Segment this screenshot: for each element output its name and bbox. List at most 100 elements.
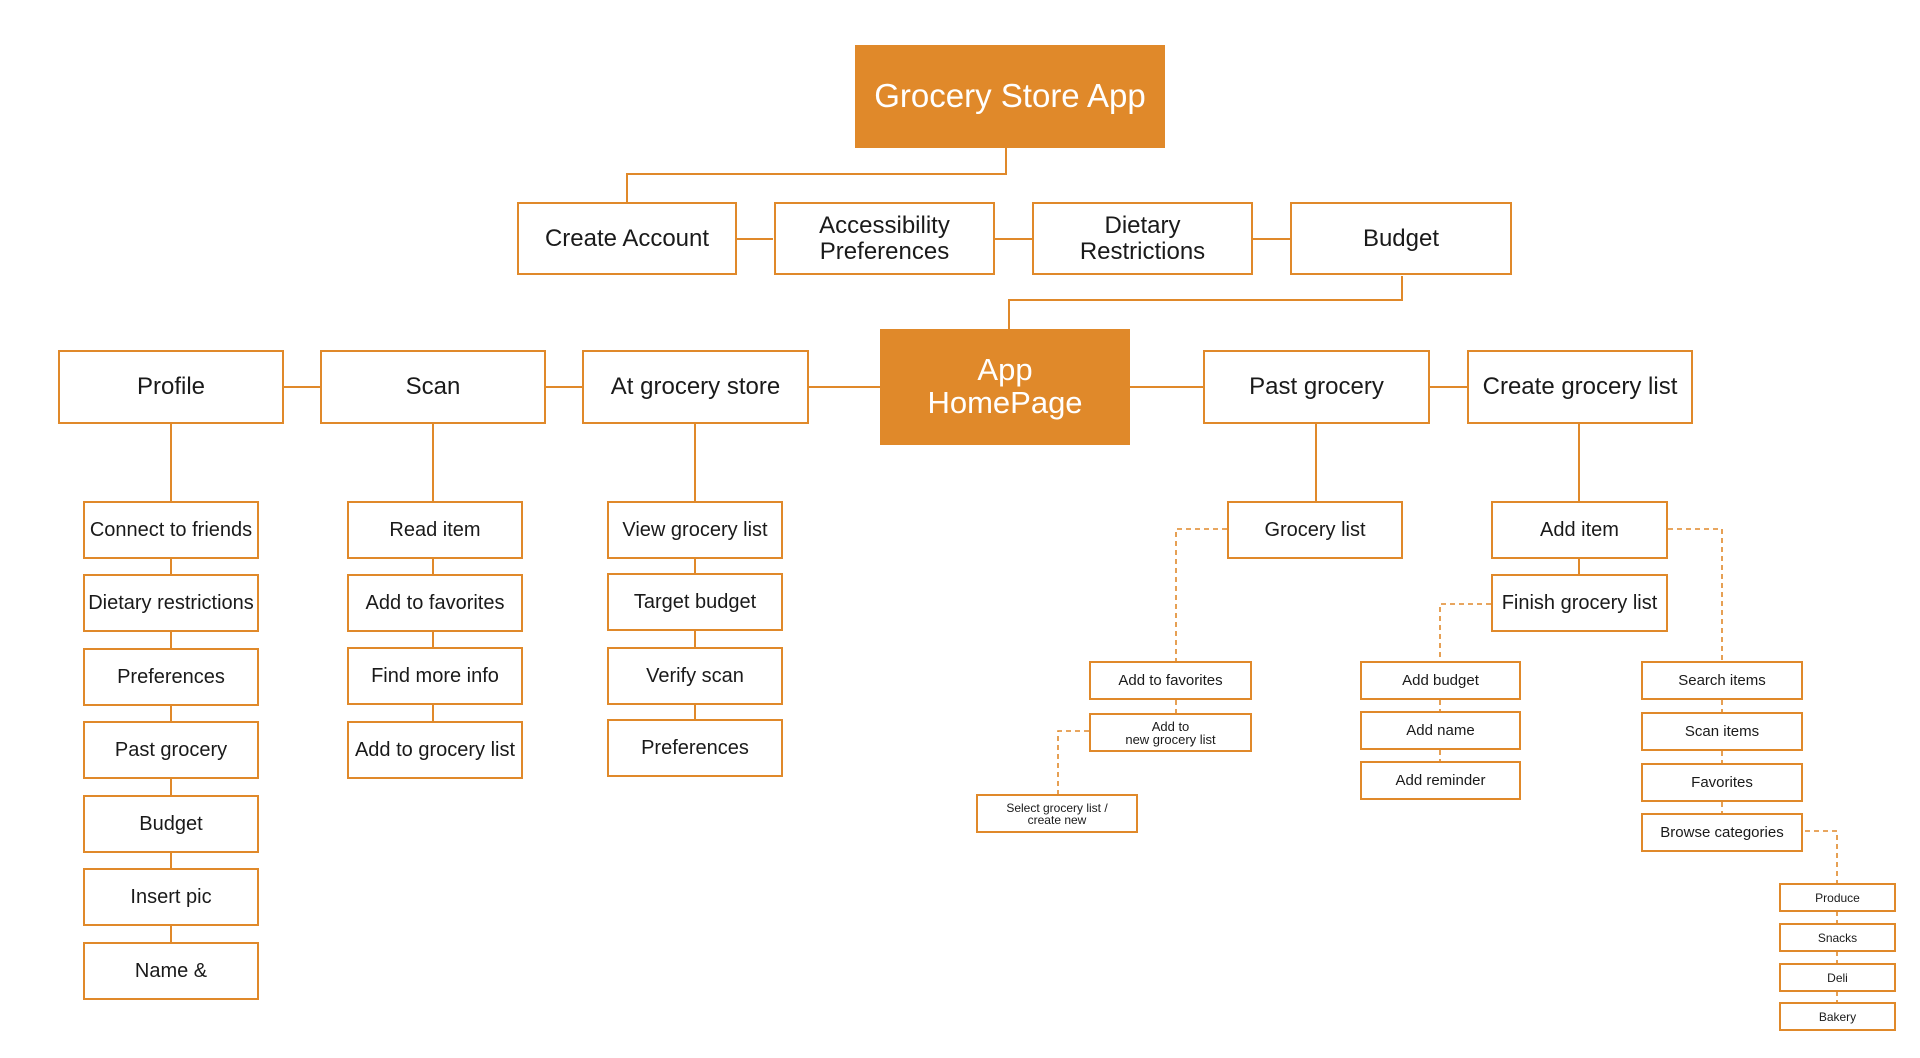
profile-item-label: Insert pic [130,885,212,908]
scan-item-node[interactable]: Add to favorites [347,574,523,632]
store-item-node[interactable]: Target budget [607,573,783,631]
profile-item-label: Dietary restrictions [88,591,254,614]
finish-grocery-list-label: Finish grocery list [1501,591,1658,614]
budget-setup-label: Budget [1362,224,1440,252]
category-node[interactable]: Produce [1779,883,1896,912]
browse-categories-label: Browse categories [1660,823,1784,841]
root-label: Grocery Store App [874,77,1146,115]
connector-setup-to-home [1008,276,1403,329]
connector-root-to-setup [626,148,1007,202]
finish-sub-item-label: Add budget [1402,671,1479,689]
category-label: Bakery [1818,1009,1857,1024]
profile-item-node[interactable]: Connect to friends [83,501,259,559]
category-label: Snacks [1817,930,1858,945]
category-label: Deli [1827,970,1848,985]
scan-item-label: Read item [389,518,481,541]
scan-node[interactable]: Scan [320,350,546,424]
grocery-list-label: Grocery list [1264,518,1366,541]
profile-item-node[interactable]: Name & [83,942,259,1000]
profile-item-label: Budget [139,812,203,835]
scan-item-node[interactable]: Add to grocery list [347,721,523,779]
finish-grocery-list-node[interactable]: Finish grocery list [1491,574,1668,632]
store-item-label: Verify scan [646,664,744,687]
profile-item-node[interactable]: Insert pic [83,868,259,926]
store-item-node[interactable]: Verify scan [607,647,783,705]
create-account-label: Create Account [544,224,710,252]
profile-item-label: Connect to friends [89,518,253,541]
profile-item-label: Past grocery [114,738,228,761]
at-grocery-store-node[interactable]: At grocery store [582,350,809,424]
profile-item-node[interactable]: Dietary restrictions [83,574,259,632]
at-grocery-store-label: At grocery store [610,373,781,401]
past-grocery-node[interactable]: Past grocery [1203,350,1430,424]
store-item-label: Target budget [633,590,757,613]
select-grocery-list-node[interactable]: Select grocery list / create new [976,794,1138,833]
search-sub-item-label: Search items [1678,671,1766,689]
connector-additem-dashed [1668,528,1723,661]
search-sub-item-node[interactable]: Favorites [1641,763,1803,802]
connector-finish-dashed [1439,603,1491,661]
app-homepage-node[interactable]: App HomePage [880,329,1130,445]
accessibility-preferences-node[interactable]: Accessibility Preferences [774,202,995,275]
finish-sub-item-node[interactable]: Add name [1360,711,1521,750]
homepage-label-line2: HomePage [927,385,1083,420]
search-sub-item-label: Favorites [1691,773,1753,791]
profile-item-label: Name & [134,959,208,982]
scan-item-label: Find more info [371,664,499,687]
select-label-line1: Select grocery list / [1006,800,1108,815]
add-item-node[interactable]: Add item [1491,501,1668,559]
dietary-restrictions-node[interactable]: Dietary Restrictions [1032,202,1253,275]
add-item-label: Add item [1540,518,1619,541]
store-item-node[interactable]: View grocery list [607,501,783,559]
add-to-new-label-line2: new grocery list [1125,731,1216,747]
store-item-node[interactable]: Preferences [607,719,783,777]
store-item-label: Preferences [641,736,749,759]
scan-item-node[interactable]: Read item [347,501,523,559]
accessibility-label-line2: Preferences [819,237,950,265]
search-sub-item-node[interactable]: Search items [1641,661,1803,700]
past-grocery-label: Past grocery [1249,373,1384,401]
homepage-label-line1: App [977,352,1033,388]
root-node[interactable]: Grocery Store App [855,45,1165,148]
profile-label: Profile [136,373,206,401]
search-sub-item-label: Scan items [1684,722,1760,740]
grocery-list-node[interactable]: Grocery list [1227,501,1403,559]
add-to-new-label-line1: Add to [1151,718,1190,734]
past-add-to-favorites-node[interactable]: Add to favorites [1089,661,1252,700]
profile-item-label: Preferences [117,665,225,688]
dietary-label-line1: Dietary [1104,212,1181,240]
finish-sub-item-node[interactable]: Add reminder [1360,761,1521,800]
accessibility-label-line1: Accessibility [819,212,950,240]
past-add-to-favorites-label: Add to favorites [1118,671,1223,689]
scan-label: Scan [405,373,461,401]
category-node[interactable]: Bakery [1779,1002,1896,1031]
scan-item-label: Add to grocery list [354,738,516,761]
profile-item-node[interactable]: Preferences [83,648,259,706]
create-account-node[interactable]: Create Account [517,202,737,275]
create-grocery-list-node[interactable]: Create grocery list [1467,350,1693,424]
connector-past-dashed-3 [1057,730,1089,794]
finish-sub-item-label: Add reminder [1395,771,1486,789]
connector-browse-dashed [1805,830,1838,883]
scan-item-label: Add to favorites [365,591,505,614]
category-label: Produce [1815,890,1860,905]
scan-item-node[interactable]: Find more info [347,647,523,705]
category-node[interactable]: Snacks [1779,923,1896,952]
create-grocery-list-label: Create grocery list [1482,373,1678,401]
browse-categories-node[interactable]: Browse categories [1641,813,1803,852]
profile-item-node[interactable]: Past grocery [83,721,259,779]
connector-past-dashed-1 [1175,528,1227,661]
profile-item-node[interactable]: Budget [83,795,259,853]
profile-node[interactable]: Profile [58,350,284,424]
dietary-label-line2: Restrictions [1079,237,1206,265]
select-label-line2: create new [1027,812,1087,827]
search-sub-item-node[interactable]: Scan items [1641,712,1803,751]
budget-setup-node[interactable]: Budget [1290,202,1512,275]
add-to-new-grocery-list-node[interactable]: Add to new grocery list [1089,713,1252,752]
category-node[interactable]: Deli [1779,963,1896,992]
store-item-label: View grocery list [622,518,768,541]
finish-sub-item-node[interactable]: Add budget [1360,661,1521,700]
finish-sub-item-label: Add name [1406,721,1475,739]
